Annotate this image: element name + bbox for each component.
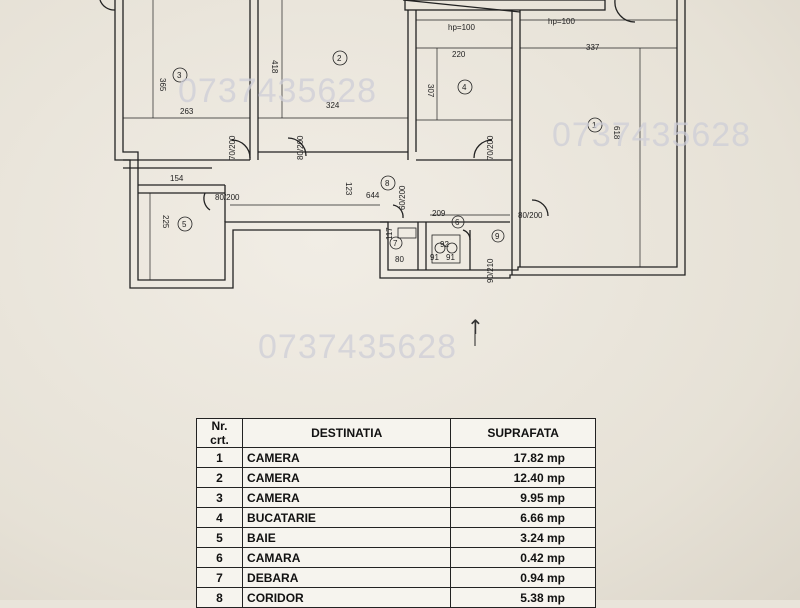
watermark-phone: 0737435628	[178, 72, 378, 110]
room-number-5: 5	[182, 220, 187, 229]
room-number-3: 3	[177, 71, 182, 80]
cell-nr: 5	[195, 527, 244, 548]
dim-label: 220	[452, 50, 466, 59]
room-marker-5	[177, 216, 193, 232]
dim-label: 418	[270, 60, 279, 74]
cell-suprafata: 0.94 mp	[450, 567, 596, 588]
table-row: 1 CAMERA 17.82 mp	[195, 447, 596, 468]
col-header-nr: Nr. crt.	[195, 418, 244, 448]
room-marker-4	[457, 79, 473, 95]
dim-label: 92	[440, 240, 449, 249]
outer-wall-inner	[122, 0, 678, 281]
door-label: 80/200	[296, 135, 305, 160]
room-marker-3	[172, 67, 188, 83]
table-row: 8 CORIDOR 5.38 mp	[195, 587, 596, 608]
dim-label: 91	[446, 253, 455, 262]
north-arrow: ↑	[467, 315, 484, 339]
dim-label: 263	[180, 107, 194, 116]
cell-destinatia: CAMERA	[242, 467, 452, 488]
door-label: 80/200	[215, 193, 240, 202]
dim-label: 225	[161, 215, 170, 229]
cell-suprafata: 12.40 mp	[450, 467, 596, 488]
dim-label: 117	[385, 227, 394, 240]
room-marker-1	[587, 117, 603, 133]
dim-label: hp=100	[548, 17, 575, 26]
cell-suprafata: 9.95 mp	[450, 487, 596, 508]
table-row: 5 BAIE 3.24 mp	[195, 527, 596, 548]
cell-destinatia: BUCATARIE	[242, 507, 452, 528]
room-number-1: 1	[592, 121, 597, 130]
cell-destinatia: CAMARA	[242, 547, 452, 568]
cell-suprafata: 0.42 mp	[450, 547, 596, 568]
room-number-9: 9	[495, 232, 500, 241]
room-number-2: 2	[337, 54, 342, 63]
table-row: 2 CAMERA 12.40 mp	[195, 467, 596, 488]
dim-label: 123	[344, 182, 353, 196]
dim-label: 209	[432, 209, 446, 218]
dim-label: 91	[430, 253, 439, 262]
table-row: 7 DEBARA 0.94 mp	[195, 567, 596, 588]
dim-label: 644	[366, 191, 380, 200]
dim-label: 365	[158, 78, 167, 92]
room-number-6: 6	[455, 218, 460, 227]
door-label: 90/210	[486, 258, 495, 283]
room-marker-2	[332, 50, 348, 66]
dim-label: 337	[586, 43, 600, 52]
cell-destinatia: CORIDOR	[242, 587, 452, 608]
door-label: 70/200	[486, 135, 495, 160]
dim-label: hp=100	[448, 23, 475, 32]
cell-suprafata: 6.66 mp	[450, 507, 596, 528]
cell-suprafata: 5.38 mp	[450, 587, 596, 608]
watermark-phone: 0737435628	[552, 116, 752, 154]
cell-nr: 1	[195, 447, 244, 468]
cell-suprafata: 3.24 mp	[450, 527, 596, 548]
dim-label: 618	[612, 126, 621, 140]
room-marker-8	[380, 175, 396, 191]
dim-label: 154	[170, 174, 184, 183]
cell-nr: 2	[195, 467, 244, 488]
cell-nr: 8	[195, 587, 244, 608]
room-marker-7	[389, 236, 403, 250]
cell-nr: 6	[195, 547, 244, 568]
cell-destinatia: CAMERA	[242, 487, 452, 508]
cell-destinatia: BAIE	[242, 527, 452, 548]
col-header-destinatia: DESTINATIA	[242, 418, 452, 448]
table-row: 3 CAMERA 9.95 mp	[195, 487, 596, 508]
cell-nr: 7	[195, 567, 244, 588]
table-header-row: Nr. crt. DESTINATIA SUPRAFATA	[195, 418, 596, 448]
room-marker-6	[451, 215, 465, 229]
cell-destinatia: CAMERA	[242, 447, 452, 468]
dim-label: 324	[326, 101, 340, 110]
room-number-7: 7	[393, 239, 398, 248]
cell-destinatia: DEBARA	[242, 567, 452, 588]
table-row: 6 CAMARA 0.42 mp	[195, 547, 596, 568]
room-marker-9	[491, 229, 505, 243]
cell-nr: 3	[195, 487, 244, 508]
room-number-4: 4	[462, 83, 467, 92]
dim-label: 307	[426, 84, 435, 98]
door-label: 80/200	[518, 211, 543, 220]
door-label: 70/200	[228, 135, 237, 160]
door-label: 60/200	[398, 185, 407, 210]
watermark-phone: 0737435628	[258, 328, 458, 366]
cell-nr: 4	[195, 507, 244, 528]
col-header-suprafata: SUPRAFATA	[450, 418, 596, 448]
dim-label: 80	[395, 255, 404, 264]
cell-suprafata: 17.82 mp	[450, 447, 596, 468]
room-number-8: 8	[385, 179, 390, 188]
table-row: 4 BUCATARIE 6.66 mp	[195, 507, 596, 528]
room-area-table: Nr. crt. DESTINATIA SUPRAFATA 1 CAMERA 1…	[195, 418, 596, 608]
